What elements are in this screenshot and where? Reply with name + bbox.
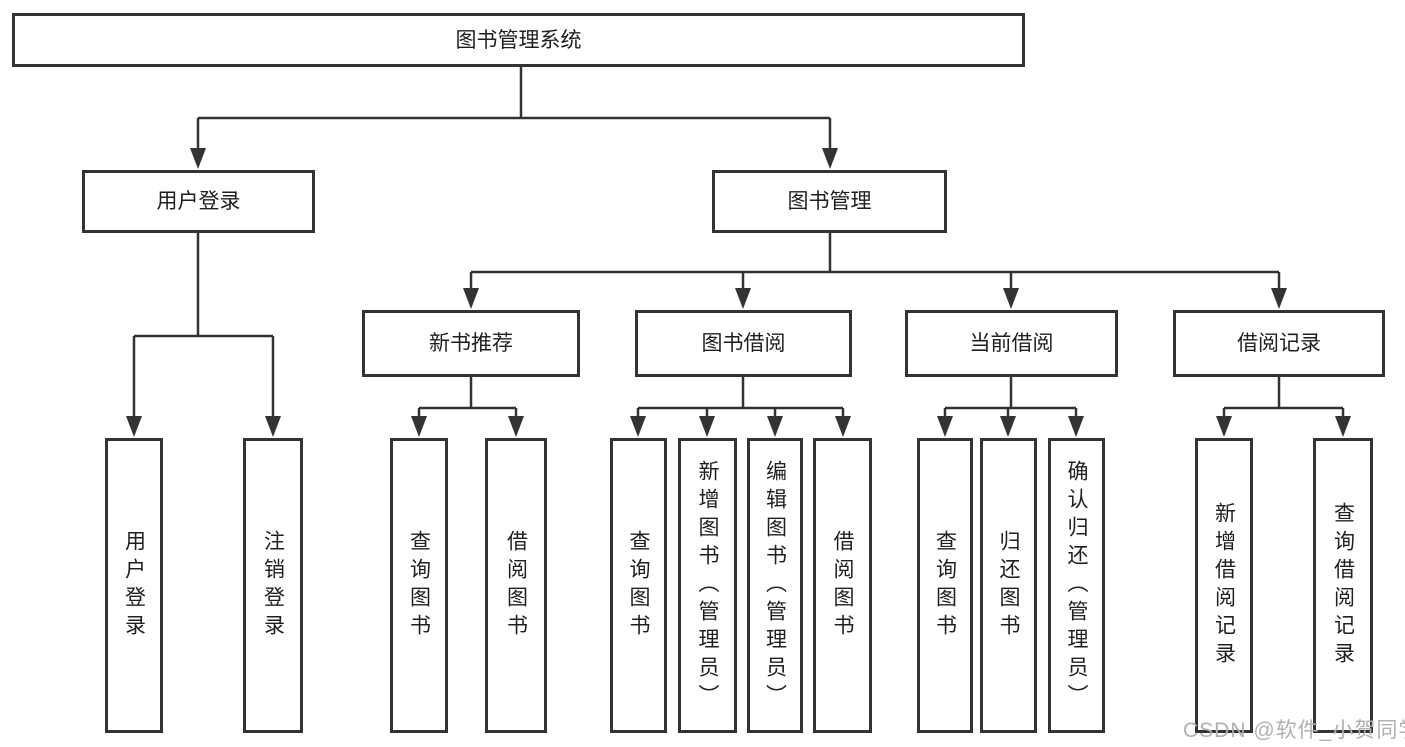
arrow-down-icon bbox=[265, 416, 281, 437]
node-label: 图书借阅 bbox=[701, 332, 786, 355]
leaf-label: 新增借阅记录 bbox=[1212, 501, 1236, 670]
leaf-borrow-books-borrowing: 借阅图书 bbox=[813, 438, 872, 733]
arrow-down-icon bbox=[735, 288, 751, 309]
arrow-down-icon bbox=[767, 416, 783, 437]
arrow-down-icon bbox=[699, 416, 715, 437]
leaf-confirm-return-admin: 确认归还（管理员） bbox=[1048, 438, 1105, 733]
arrow-down-icon bbox=[1068, 416, 1084, 437]
node-label: 新书推荐 bbox=[429, 332, 513, 355]
node-label: 借阅记录 bbox=[1237, 332, 1321, 355]
leaf-label: 借阅图书 bbox=[831, 529, 854, 642]
leaf-add-books-admin: 新增图书（管理员） bbox=[678, 438, 737, 733]
node-label: 用户登录 bbox=[156, 190, 241, 213]
node-label: 当前借阅 bbox=[969, 332, 1054, 355]
arrowhead-icons bbox=[126, 148, 1351, 437]
leaf-label: 查询图书 bbox=[933, 529, 957, 642]
arrow-down-icon bbox=[1000, 416, 1016, 437]
leaf-query-books-borrowing: 查询图书 bbox=[610, 438, 667, 733]
leaf-user-login: 用户登录 bbox=[105, 438, 163, 733]
leaf-edit-books-admin: 编辑图书（管理员） bbox=[747, 438, 803, 733]
leaf-borrow-books-recommend: 借阅图书 bbox=[485, 438, 547, 733]
node-label: 图书管理系统 bbox=[455, 28, 582, 52]
arrow-down-icon bbox=[1003, 288, 1019, 309]
connector-lines bbox=[132, 67, 1345, 418]
arrow-down-icon bbox=[835, 416, 851, 437]
leaf-label: 编辑图书（管理员） bbox=[763, 459, 787, 712]
arrow-down-icon bbox=[508, 416, 524, 437]
arrow-down-icon bbox=[822, 148, 838, 169]
node-book-management: 图书管理 bbox=[712, 170, 947, 233]
leaf-label: 新增图书（管理员） bbox=[696, 459, 719, 712]
arrow-down-icon bbox=[1216, 416, 1232, 437]
arrow-down-icon bbox=[1335, 416, 1351, 437]
leaf-query-books-current: 查询图书 bbox=[917, 438, 973, 733]
leaf-query-borrow-record: 查询借阅记录 bbox=[1313, 438, 1373, 733]
leaf-return-books: 归还图书 bbox=[980, 438, 1037, 733]
arrow-down-icon bbox=[630, 416, 646, 437]
node-current-borrowing: 当前借阅 bbox=[905, 310, 1118, 377]
node-label: 图书管理 bbox=[787, 190, 872, 213]
arrow-down-icon bbox=[937, 416, 953, 437]
leaf-label: 查询图书 bbox=[407, 529, 431, 642]
node-library-management-system: 图书管理系统 bbox=[12, 13, 1025, 67]
watermark: CSDN @软件_小贺同学 bbox=[1183, 719, 1405, 742]
node-user-login: 用户登录 bbox=[82, 170, 315, 233]
node-new-book-recommendation: 新书推荐 bbox=[362, 310, 580, 377]
arrow-down-icon bbox=[126, 416, 142, 437]
leaf-label: 确认归还（管理员） bbox=[1065, 459, 1088, 712]
node-borrowing-records: 借阅记录 bbox=[1173, 310, 1385, 377]
leaf-label: 归还图书 bbox=[997, 529, 1020, 642]
leaf-label: 查询借阅记录 bbox=[1331, 501, 1355, 670]
arrow-down-icon bbox=[1271, 288, 1287, 309]
leaf-label: 借阅图书 bbox=[504, 529, 528, 642]
leaf-label: 用户登录 bbox=[122, 529, 146, 642]
arrow-down-icon bbox=[411, 416, 427, 437]
arrow-down-icon bbox=[463, 288, 479, 309]
leaf-query-books-recommend: 查询图书 bbox=[390, 438, 448, 733]
leaf-label: 查询图书 bbox=[627, 529, 650, 642]
leaf-add-borrow-record: 新增借阅记录 bbox=[1195, 438, 1253, 733]
node-book-borrowing: 图书借阅 bbox=[635, 310, 852, 377]
arrow-down-icon bbox=[190, 148, 206, 169]
leaf-label: 注销登录 bbox=[261, 529, 285, 642]
leaf-logout-login: 注销登录 bbox=[243, 438, 303, 733]
